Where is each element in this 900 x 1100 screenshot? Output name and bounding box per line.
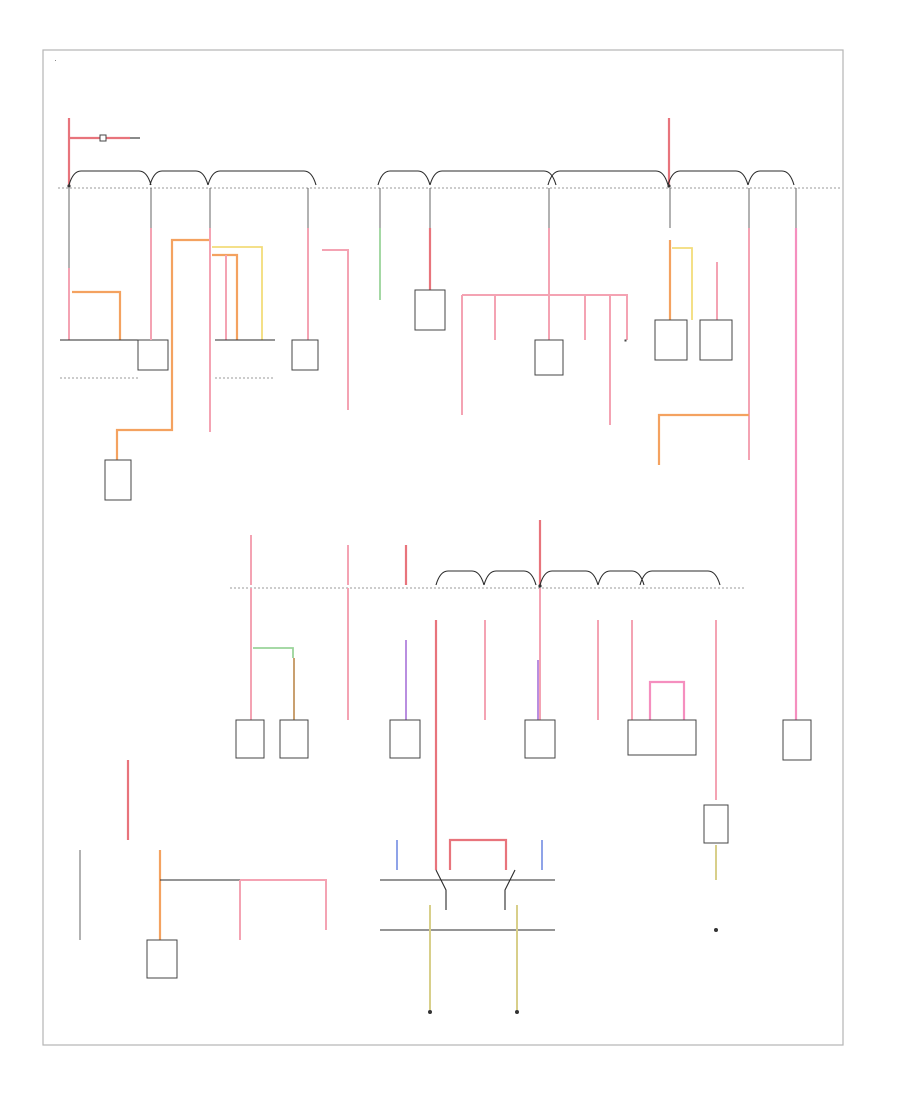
circuit-col-3 xyxy=(291,228,349,410)
fuse-bus-middle xyxy=(230,520,745,589)
circuit-col-4 xyxy=(379,228,446,331)
middle-circuits xyxy=(235,588,812,880)
circuit-col-2 xyxy=(104,228,275,501)
bottom-center-circuits xyxy=(380,838,718,1014)
top-fuse-drops xyxy=(68,188,797,268)
top-left-power-source xyxy=(55,60,140,185)
fuse-bus-top xyxy=(58,170,840,189)
circuit-col-7 xyxy=(657,228,798,720)
bottom-left-circuits xyxy=(79,760,327,979)
diagram-frame xyxy=(42,49,844,1046)
circuit-col-6 xyxy=(654,240,733,361)
circuit-col-1 xyxy=(60,228,169,379)
circuit-col-5 xyxy=(461,228,628,425)
